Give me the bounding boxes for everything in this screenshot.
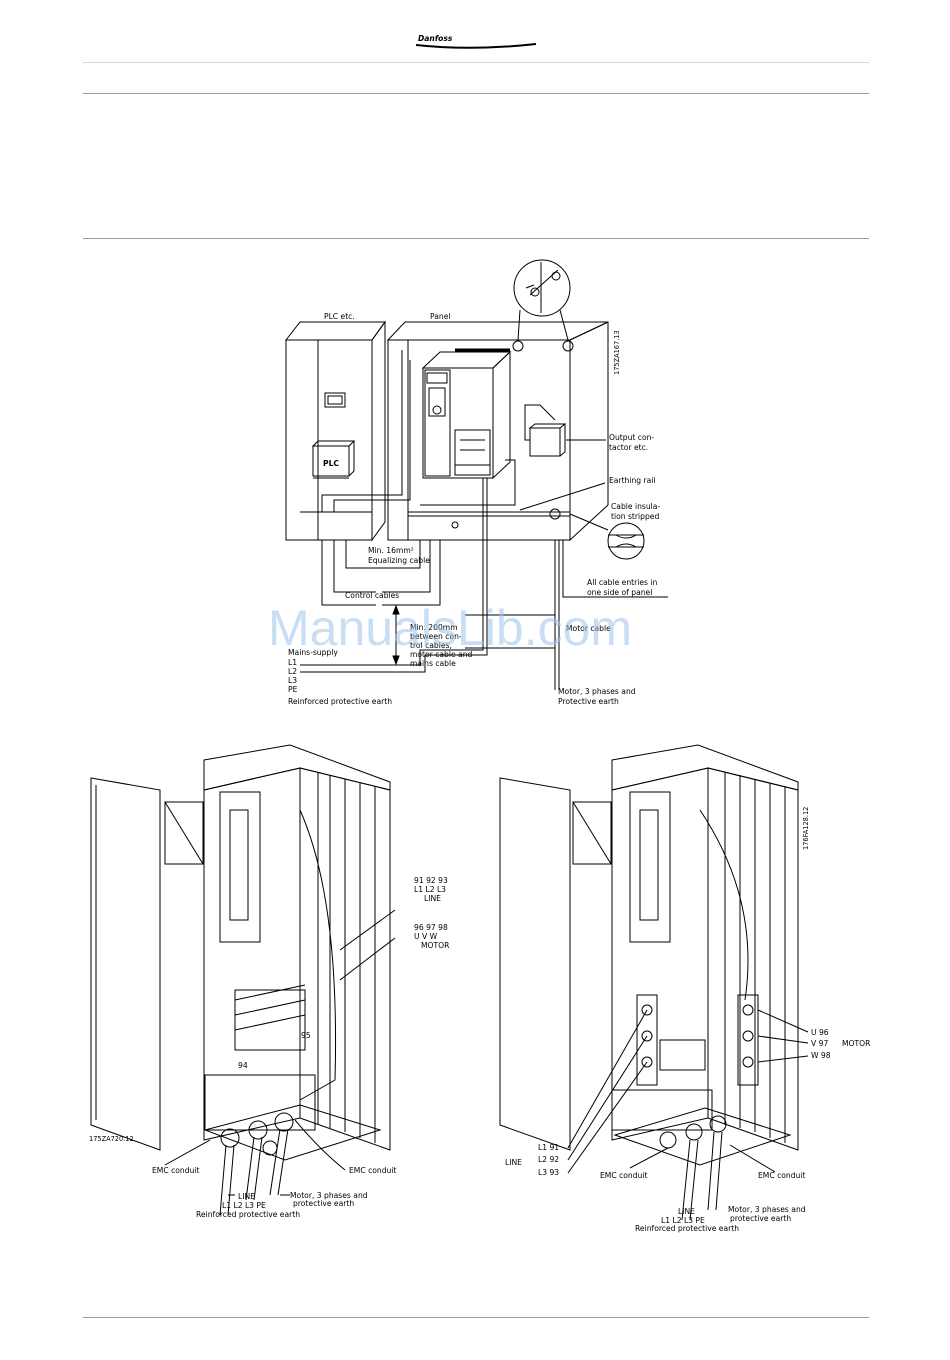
right-motor-u: U 96	[811, 1028, 829, 1037]
mains-terminal-l2: L2	[288, 667, 297, 676]
motor-cable-label: Motor cable	[566, 624, 611, 633]
right-motor-v: V 97	[811, 1039, 828, 1048]
mains-terminal-pe: PE	[288, 685, 298, 694]
min-distance-label-1: Min. 200mm	[410, 623, 458, 632]
left-motor-label: MOTOR	[421, 941, 450, 950]
mains-terminal-l1: L1	[288, 658, 297, 667]
left-line-numbers: 91 92 93	[414, 876, 448, 885]
cable-insulation-label-2: tion stripped	[611, 512, 659, 521]
right-motor-w: W 98	[811, 1051, 831, 1060]
left-line-cable-phases: L1 L2 L3 PE	[222, 1201, 266, 1210]
left-motor-numbers: 96 97 98	[414, 923, 448, 932]
footer-rule	[83, 1317, 869, 1318]
cable-stripped-detail-circle	[569, 513, 645, 560]
left-line-label: LINE	[424, 894, 441, 903]
right-line-l2: L2 92	[538, 1155, 559, 1164]
right-emc-conduit-right: EMC conduit	[758, 1171, 805, 1180]
terminal-95: 95	[301, 1031, 311, 1040]
plc-label: PLC	[323, 459, 339, 468]
danfoss-logo: Danfoss	[415, 34, 537, 49]
min-distance-label-2: between con-	[410, 632, 462, 641]
right-emc-conduit-left: EMC conduit	[600, 1171, 647, 1180]
right-drawing-number: 176FA128.12	[802, 807, 810, 850]
section-rule	[83, 238, 869, 239]
bolt-detail-circle	[513, 259, 571, 341]
top-diagram-labels: PLC etc. Panel PLC 175ZA167.13 Output co…	[288, 312, 660, 706]
right-line-cable-label: LINE	[678, 1207, 695, 1216]
left-emc-conduit-right: EMC conduit	[349, 1166, 396, 1175]
left-emc-conduit-left: EMC conduit	[152, 1166, 199, 1175]
right-drawing-labels: 176FA128.12 U 96 V 97 W 98 MOTOR L1 91 L…	[505, 807, 871, 1233]
main-panel	[321, 321, 609, 542]
top-motor-phases-label-1: Motor, 3 phases and	[558, 687, 636, 696]
right-line-l3: L3 93	[538, 1168, 559, 1177]
danfoss-logo-text: Danfoss	[418, 34, 453, 43]
terminal-94: 94	[238, 1061, 248, 1070]
left-drawing-number: 175ZA720.12	[89, 1135, 134, 1143]
output-contactor-label-2: tactor etc.	[609, 443, 648, 452]
left-motor-phases: U V W	[414, 932, 438, 941]
min-distance-label-5: mains cable	[410, 659, 456, 668]
panel-title: Panel	[430, 312, 451, 321]
min-16mm2-label: Min. 16mm²	[368, 546, 414, 555]
watermark: ManualsLib.com	[268, 600, 632, 656]
left-motor-pe-1: Motor, 3 phases and	[290, 1191, 368, 1200]
right-motor-pe-2: protective earth	[730, 1214, 791, 1223]
cable-entries-label-2: one side of panel	[587, 588, 652, 597]
top-reinforced-pe-label: Reinforced protective earth	[288, 697, 392, 706]
control-cables-label: Control cables	[345, 591, 399, 600]
left-line-phases: L1 L2 L3	[414, 885, 446, 894]
left-drive-enclosure	[90, 744, 396, 1216]
right-line-cable-phases: L1 L2 L3 PE	[661, 1216, 705, 1225]
header-rule	[83, 93, 869, 94]
right-line-l1: L1 91	[538, 1143, 559, 1152]
right-motor-label: MOTOR	[842, 1039, 871, 1048]
min-distance-label-4: motor cable and	[410, 650, 473, 659]
top-drawing-number: 175ZA167.13	[613, 330, 621, 375]
header-rule-top	[83, 62, 869, 63]
cable-entries-label-1: All cable entries in	[587, 578, 658, 587]
right-drive-enclosure	[499, 744, 809, 1221]
right-line-side-label: LINE	[505, 1158, 522, 1167]
cable-routing	[300, 439, 668, 690]
top-motor-phases-label-2: Protective earth	[558, 697, 619, 706]
earthing-rail-label: Earthing rail	[609, 476, 656, 485]
right-reinforced-pe: Reinforced protective earth	[635, 1224, 739, 1233]
mains-terminal-l3: L3	[288, 676, 297, 685]
min-distance-label-3: trol cables,	[410, 641, 452, 650]
right-motor-pe-1: Motor, 3 phases and	[728, 1205, 806, 1214]
left-reinforced-pe: Reinforced protective earth	[196, 1210, 300, 1219]
left-line-cable-label: LINE	[238, 1192, 255, 1201]
plc-box-title: PLC etc.	[324, 312, 355, 321]
equalizing-cable-label: Equalizing cable	[368, 556, 430, 565]
mains-supply-label: Mains-supply	[288, 648, 338, 657]
left-drawing-labels: 175ZA720.12 91 92 93 L1 L2 L3 LINE 96 97…	[89, 876, 450, 1219]
cable-insulation-label-1: Cable insula-	[611, 502, 660, 511]
left-motor-pe-2: protective earth	[293, 1199, 354, 1208]
plc-cabinet	[284, 320, 386, 542]
output-contactor-label-1: Output con-	[609, 433, 654, 442]
